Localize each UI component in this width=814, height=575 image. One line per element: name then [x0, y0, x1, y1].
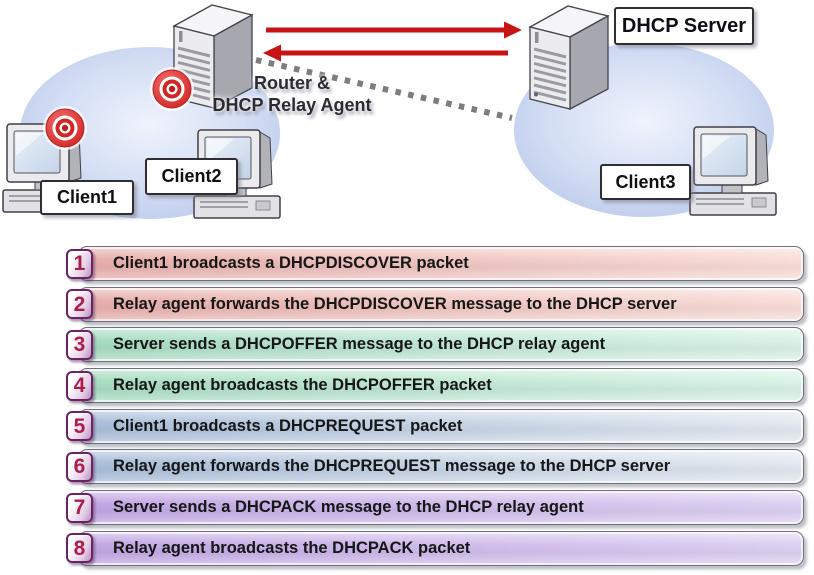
step-bar: Server sends a DHCPACK message to the DH… [78, 490, 804, 526]
step-number: 8 [73, 536, 86, 560]
step-number-badge: 8 [66, 533, 93, 564]
network-topology-diagram: Router & DHCP Relay Agent DHCP Server Cl… [0, 0, 814, 235]
step-bar: Relay agent forwards the DHCPREQUEST mes… [78, 449, 804, 485]
relay-agent-label: Router & DHCP Relay Agent [206, 72, 378, 116]
dhcp-server-icon [528, 4, 610, 111]
step-bar: Relay agent forwards the DHCPDISCOVER me… [78, 286, 804, 322]
step-number: 1 [73, 252, 86, 275]
relay-dotted-link-line [255, 57, 513, 121]
step-number: 7 [73, 496, 86, 520]
arrow-left-icon [263, 44, 508, 62]
step-row: 1 Client1 broadcasts a DHCPDISCOVER packe… [66, 246, 804, 281]
step-number-badge: 1 [66, 248, 93, 279]
step-number: 3 [73, 333, 86, 357]
step-text: Relay agent forwards the DHCPDISCOVER me… [113, 294, 677, 313]
step-text: Client1 broadcasts a DHCPREQUEST packet [113, 416, 463, 435]
step-bar: Server sends a DHCPOFFER message to the … [78, 327, 804, 363]
step-text: Relay agent forwards the DHCPREQUEST mes… [113, 457, 671, 476]
client3-computer-icon [689, 126, 777, 216]
step-number-badge: 3 [66, 329, 93, 360]
step-row: 8 Relay agent broadcasts the DHCPACK pack… [66, 530, 804, 566]
step-row: 6 Relay agent forwards the DHCPREQUEST me… [66, 449, 804, 485]
step-number-badge: 5 [66, 411, 93, 442]
step-number: 2 [73, 292, 86, 316]
step-row: 2 Relay agent forwards the DHCPDISCOVER m… [66, 286, 804, 322]
relay-agent-label-line2: DHCP Relay Agent [212, 95, 372, 115]
step-text: Server sends a DHCPACK message to the DH… [113, 498, 584, 517]
topology-svg [2, 3, 777, 219]
step-row: 3 Server sends a DHCPOFFER message to the… [66, 327, 804, 363]
arrow-right-icon [266, 21, 522, 39]
client1-label: Client1 [40, 180, 134, 215]
step-row: 5 Client1 broadcasts a DHCPREQUEST packet [66, 408, 804, 444]
step-row: 7 Server sends a DHCPACK message to the D… [66, 490, 804, 526]
client2-label: Client2 [145, 158, 238, 195]
step-text: Relay agent broadcasts the DHCPACK packe… [113, 538, 471, 557]
steps-list: 1 Client1 broadcasts a DHCPDISCOVER packe… [66, 246, 804, 572]
broadcast-target-icon [42, 105, 88, 151]
step-number-badge: 2 [66, 289, 93, 320]
step-text: Relay agent broadcasts the DHCPOFFER pac… [113, 376, 492, 395]
step-text: Server sends a DHCPOFFER message to the … [113, 335, 606, 354]
step-bar: Client1 broadcasts a DHCPDISCOVER packet [78, 246, 804, 281]
step-number-badge: 6 [66, 451, 93, 482]
step-bar: Relay agent broadcasts the DHCPOFFER pac… [78, 368, 804, 404]
step-number-badge: 7 [66, 492, 93, 523]
step-number-badge: 4 [66, 370, 93, 401]
broadcast-target-icon [149, 66, 195, 112]
step-text: Client1 broadcasts a DHCPDISCOVER packet [113, 254, 469, 272]
step-number: 4 [73, 374, 86, 398]
step-number: 6 [73, 455, 86, 479]
step-number: 5 [73, 414, 86, 438]
dhcp-server-label: DHCP Server [614, 7, 754, 45]
step-bar: Relay agent broadcasts the DHCPACK packe… [78, 530, 804, 566]
client3-label: Client3 [600, 164, 691, 200]
step-bar: Client1 broadcasts a DHCPREQUEST packet [78, 408, 804, 444]
step-row: 4 Relay agent broadcasts the DHCPOFFER pa… [66, 368, 804, 404]
relay-agent-label-line1: Router & [254, 73, 330, 93]
